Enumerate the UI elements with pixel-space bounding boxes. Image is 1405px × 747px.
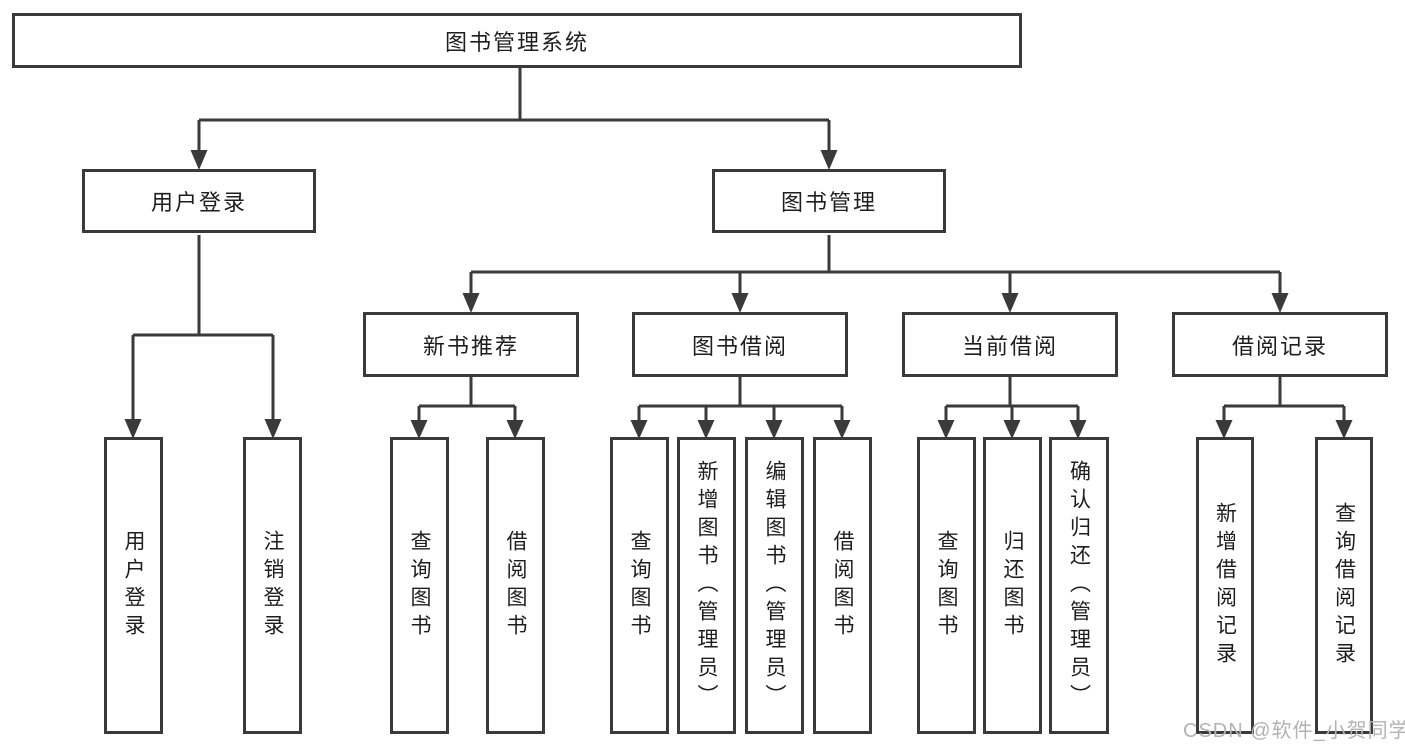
node-label: 新书推荐 xyxy=(422,333,519,359)
node-book-borrow: 图书借阅 xyxy=(632,312,848,377)
node-new-book-recommend: 新书推荐 xyxy=(363,312,579,377)
node-current-borrow: 当前借阅 xyxy=(902,312,1118,377)
node-label: 当前借阅 xyxy=(961,333,1058,359)
node-label: 用户登录 xyxy=(150,190,247,215)
node-label: 查询图书 xyxy=(408,529,431,642)
node-borrow-records: 借阅记录 xyxy=(1172,312,1388,377)
node-label: 新增图书（管理员） xyxy=(695,459,718,712)
leaf-logout: 注销登录 xyxy=(243,437,302,734)
node-label: 查询图书 xyxy=(935,529,958,642)
node-label: 图书管理 xyxy=(780,190,877,215)
node-label: 注销登录 xyxy=(261,529,284,642)
leaf-query-borrow-record: 查询借阅记录 xyxy=(1315,437,1373,734)
leaf-user-login: 用户登录 xyxy=(104,437,163,734)
node-label: 查询图书 xyxy=(628,529,651,642)
node-label: 图书借阅 xyxy=(691,333,788,359)
node-label: 编辑图书（管理员） xyxy=(763,459,786,712)
node-label: 图书管理系统 xyxy=(444,29,589,55)
leaf-borrow-books-recommend: 借阅图书 xyxy=(486,437,545,734)
leaf-return-books: 归还图书 xyxy=(983,437,1042,734)
node-label: 借阅图书 xyxy=(831,529,854,642)
leaf-query-books-recommend: 查询图书 xyxy=(390,437,449,734)
node-label: 新增借阅记录 xyxy=(1213,501,1237,670)
node-label: 确认归还（管理员） xyxy=(1067,459,1091,712)
leaf-edit-books-admin: 编辑图书（管理员） xyxy=(745,437,804,734)
leaf-query-books-borrow: 查询图书 xyxy=(610,437,669,734)
leaf-add-books-admin: 新增图书（管理员） xyxy=(677,437,736,734)
node-label: 借阅图书 xyxy=(504,529,527,642)
node-label: 归还图书 xyxy=(1001,529,1024,642)
leaf-add-borrow-record: 新增借阅记录 xyxy=(1196,437,1254,734)
node-label: 查询借阅记录 xyxy=(1332,501,1356,670)
csdn-watermark: CSDN @软件_小贺同学 xyxy=(1183,720,1405,742)
node-library-management-system: 图书管理系统 xyxy=(12,13,1022,68)
leaf-query-books-current: 查询图书 xyxy=(917,437,976,734)
leaf-confirm-return-admin: 确认归还（管理员） xyxy=(1049,437,1109,734)
node-label: 借阅记录 xyxy=(1231,333,1328,359)
node-book-management: 图书管理 xyxy=(712,169,946,233)
node-user-login: 用户登录 xyxy=(82,169,316,233)
leaf-borrow-books: 借阅图书 xyxy=(813,437,872,734)
node-label: 用户登录 xyxy=(122,529,145,642)
